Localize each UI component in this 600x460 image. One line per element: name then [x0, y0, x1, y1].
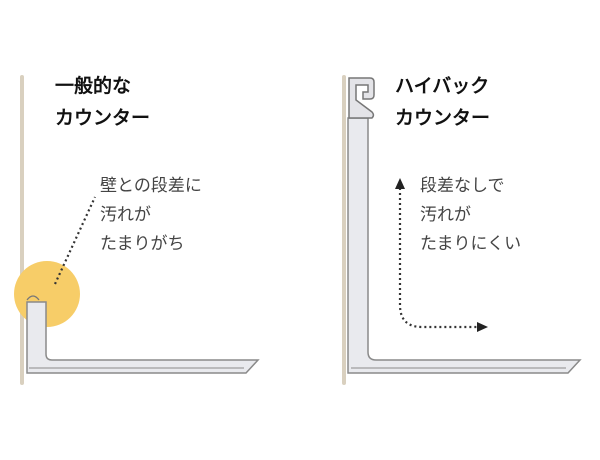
note-highback-counter: 段差なしで 汚れが たまりにくい — [420, 172, 521, 259]
arrowhead-up-icon — [395, 178, 405, 189]
dirt-gap-icon — [26, 295, 40, 301]
note-standard-counter: 壁との段差に 汚れが たまりがち — [100, 172, 202, 259]
title-standard-counter: 一般的な カウンター — [55, 70, 150, 134]
note-line: 段差なしで — [420, 176, 505, 196]
highback-top-hook — [348, 77, 375, 119]
pointer-dotted-line — [54, 196, 96, 285]
title-line: カウンター — [55, 107, 151, 129]
note-line: たまりがち — [100, 234, 185, 254]
note-line: 汚れが — [100, 205, 151, 225]
title-line: 一般的な — [55, 75, 132, 97]
arrowhead-right-icon — [477, 322, 488, 332]
counter-standard — [26, 301, 260, 374]
title-line: カウンター — [395, 107, 491, 129]
dirt-highlight-circle — [14, 261, 80, 327]
note-line: たまりにくい — [420, 234, 522, 254]
note-line: 汚れが — [420, 205, 471, 225]
title-line: ハイバック — [395, 75, 490, 97]
counter-highback — [347, 117, 582, 374]
note-line: 壁との段差に — [100, 176, 202, 196]
title-highback-counter: ハイバック カウンター — [395, 70, 490, 134]
